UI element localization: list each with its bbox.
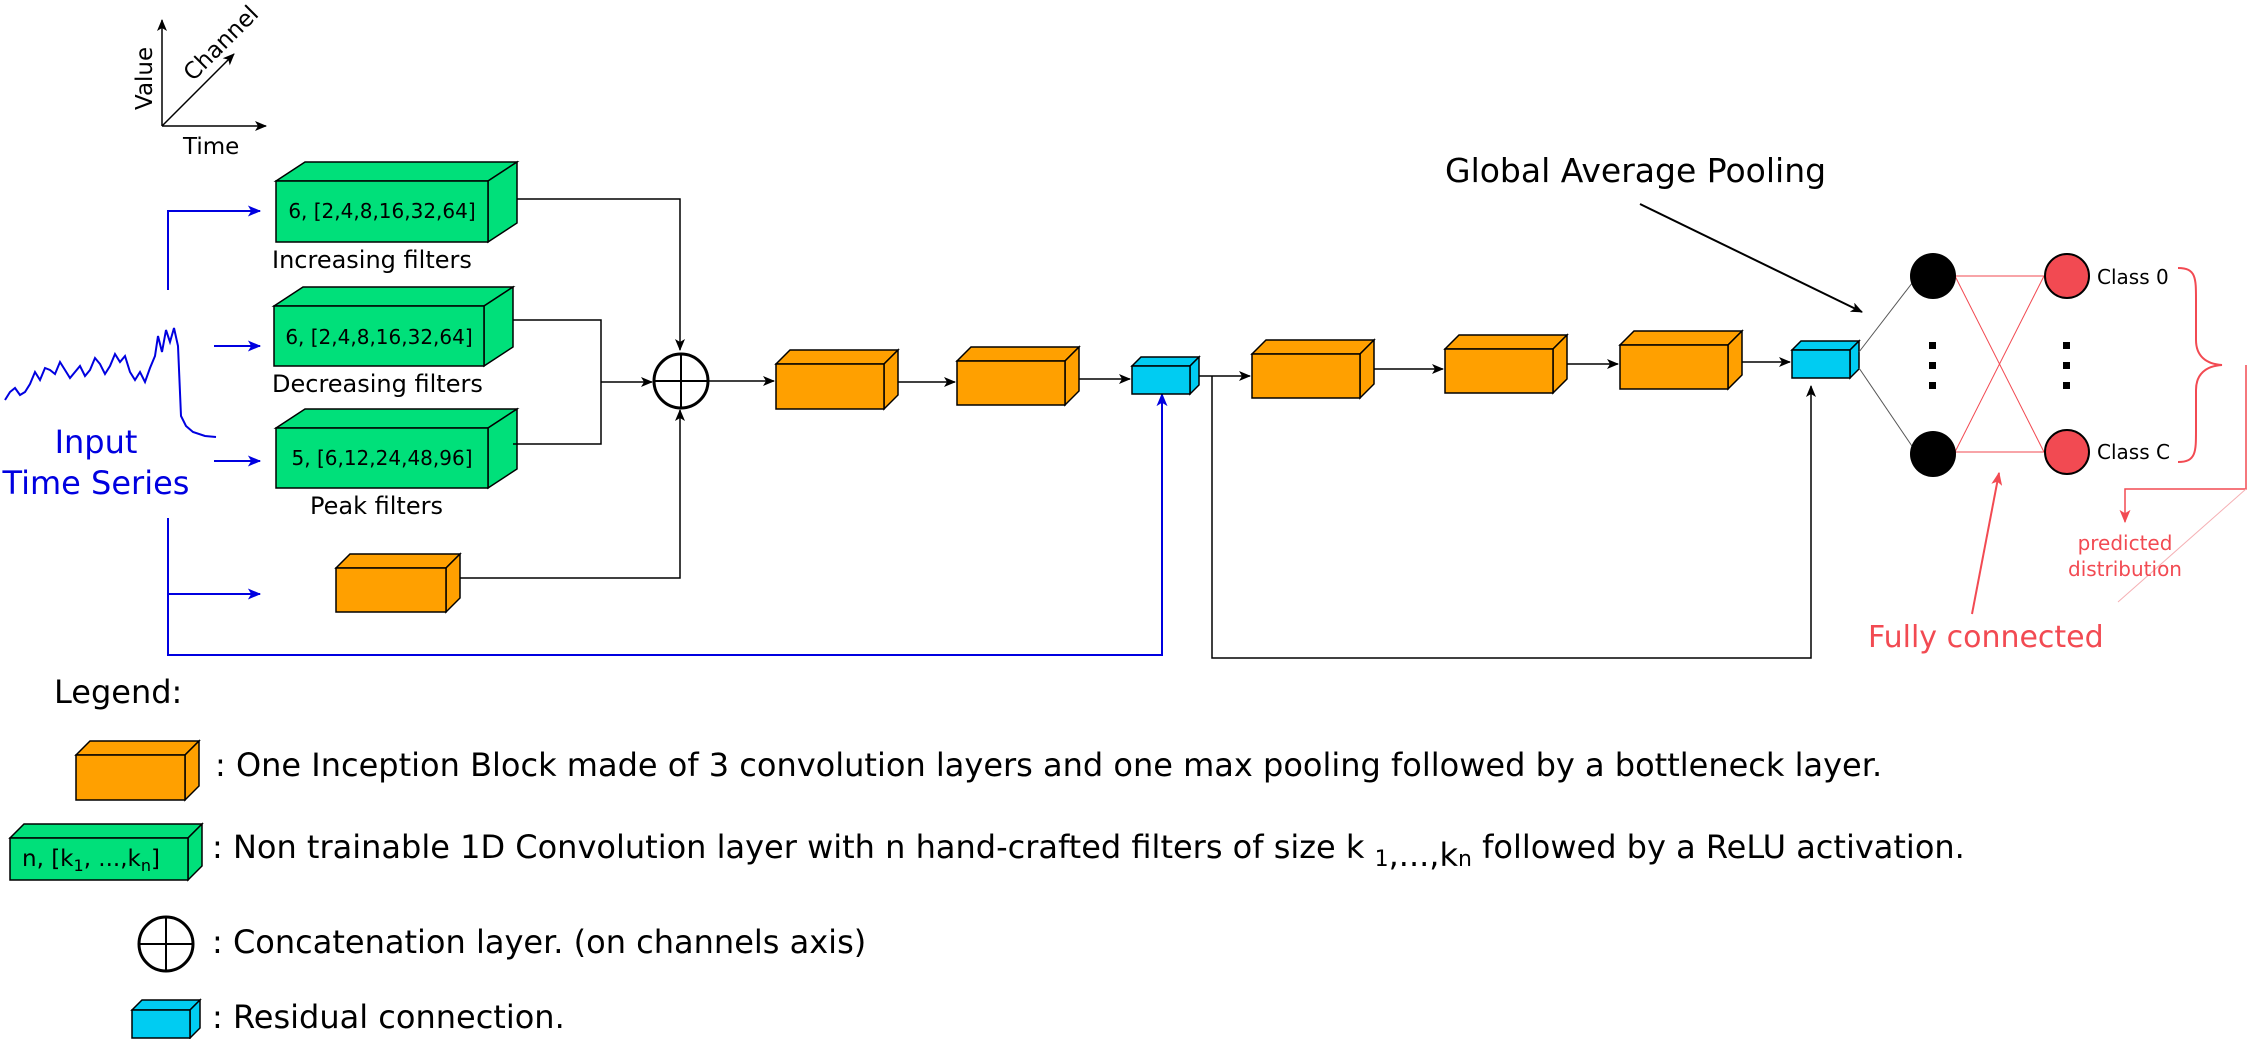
peak-filter-text: 5, [6,12,24,48,96] <box>292 446 473 470</box>
predicted-label-line1: predicted <box>2078 531 2173 555</box>
peak-filter-block <box>273 407 520 490</box>
legend-residual-desc: : Residual connection. <box>212 998 565 1036</box>
decreasing-filter-text: 6, [2,4,8,16,32,64] <box>285 325 472 349</box>
hidden-neuron-ellipsis <box>1929 342 1936 389</box>
legend-conv-block-icon <box>8 822 204 882</box>
class-last-label: Class C <box>2097 440 2170 464</box>
hidden-neuron-bottom <box>1910 431 1956 477</box>
gap-to-hidden-connections <box>1858 277 1917 453</box>
residual-block-1 <box>1130 355 1201 396</box>
inception-block-2 <box>955 345 1081 407</box>
increasing-filter-text: 6, [2,4,8,16,32,64] <box>288 199 475 223</box>
legend-title: Legend: <box>54 673 182 711</box>
axis-channel-label: Channel <box>179 1 264 86</box>
legend-inception-block-icon <box>74 739 201 802</box>
fully-connected-pointer-arrow <box>1971 471 2003 615</box>
inception-block-4 <box>1443 333 1569 395</box>
axes-icon <box>157 19 267 131</box>
legend-residual-icon <box>130 998 202 1039</box>
peak-filter-caption: Peak filters <box>310 492 443 520</box>
decreasing-filter-caption: Decreasing filters <box>272 370 483 398</box>
axis-time-label: Time <box>182 134 239 160</box>
increasing-filter-block <box>273 160 520 244</box>
gap-pointer-arrow <box>1639 203 1863 313</box>
legend-conv-desc: : Non trainable 1D Convolution layer wit… <box>212 828 1965 874</box>
output-neuron-class-0 <box>2044 253 2090 299</box>
gap-label: Global Average Pooling <box>1445 151 1826 190</box>
legend-concat-icon <box>137 915 195 973</box>
decreasing-filter-block <box>271 285 516 368</box>
predicted-label-line2: distribution <box>2068 557 2182 581</box>
concat-input-connections <box>460 198 685 579</box>
residual-block-2 <box>1790 339 1861 380</box>
output-brace <box>2177 267 2223 463</box>
input-time-series-curve <box>4 327 217 438</box>
increasing-filter-caption: Increasing filters <box>272 246 472 274</box>
legend-concat-desc: : Concatenation layer. (on channels axis… <box>212 923 866 961</box>
legend-conv-box-text: n, [k1, ...,kn] <box>22 846 160 875</box>
inception-block-bottom-branch <box>334 552 462 614</box>
axis-value-label: Value <box>132 47 158 110</box>
inception-block-5 <box>1618 329 1744 391</box>
input-label-line2: Time Series <box>2 464 190 502</box>
inception-block-3 <box>1250 338 1376 400</box>
legend-inception-desc: : One Inception Block made of 3 convolut… <box>215 746 1882 784</box>
residual-skip-connection <box>1211 376 1816 659</box>
fully-connected-edges <box>1954 275 2045 453</box>
hidden-neuron-top <box>1910 253 1956 299</box>
class-first-label: Class 0 <box>2097 265 2169 289</box>
input-label-line1: Input <box>55 423 138 461</box>
concatenation-node <box>652 352 710 410</box>
fully-connected-label: Fully connected <box>1868 620 2104 655</box>
predicted-distribution-arrow <box>2119 365 2247 524</box>
output-neuron-class-c <box>2044 429 2090 475</box>
input-connections <box>167 205 1168 656</box>
output-neuron-ellipsis <box>2063 342 2070 389</box>
brace-tail-faint <box>2117 488 2247 603</box>
inception-block-1 <box>774 348 900 411</box>
